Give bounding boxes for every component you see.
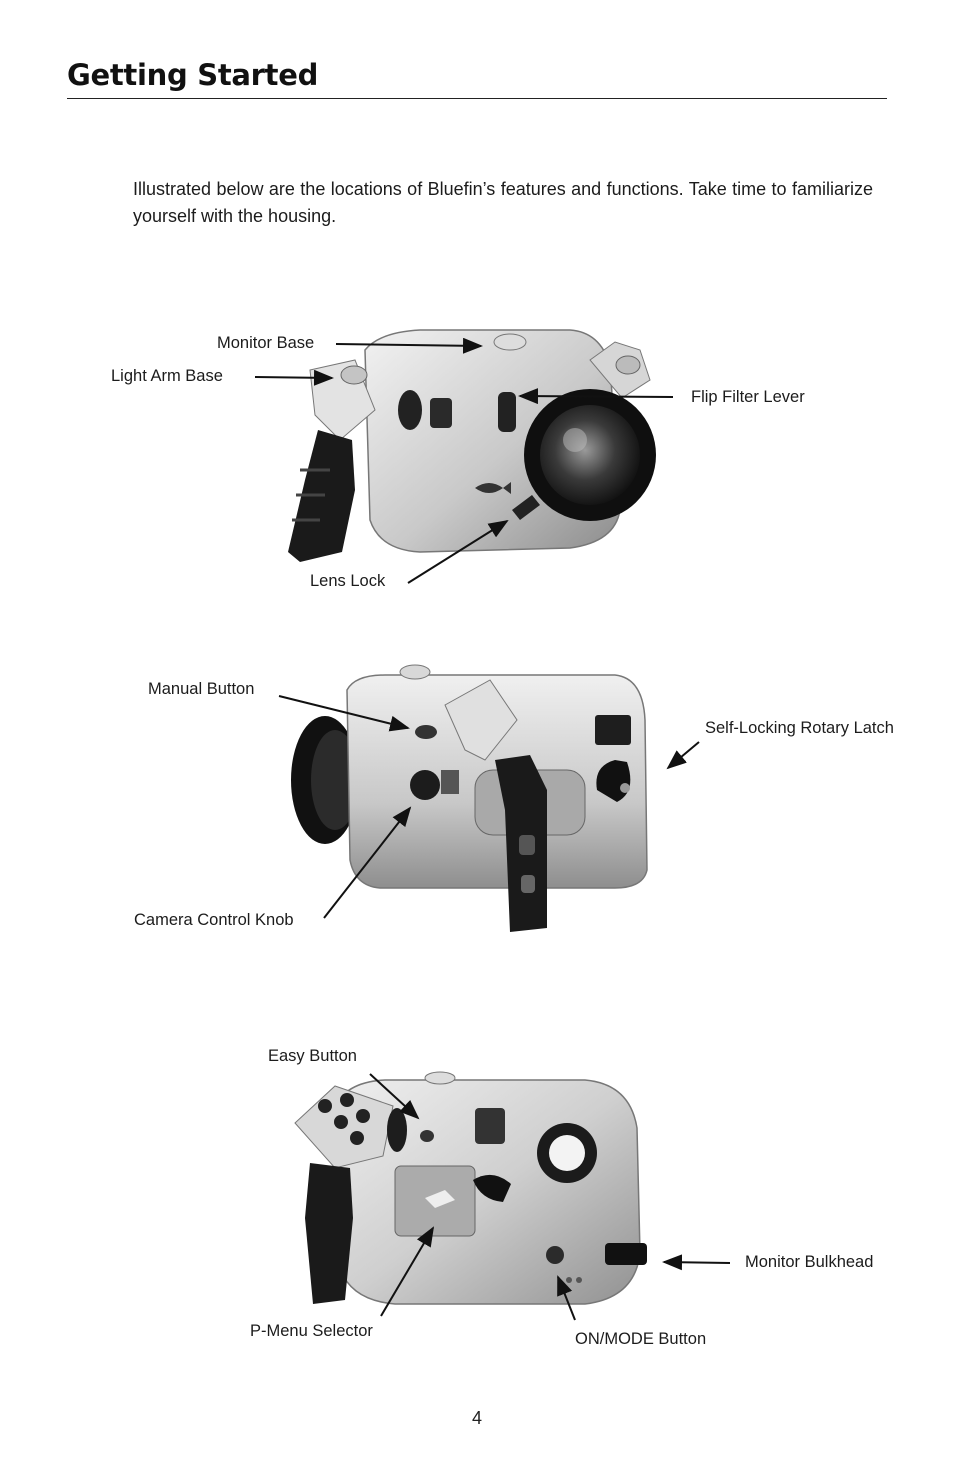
housing-side-view-image (291, 664, 648, 932)
label-light-arm-base: Light Arm Base (111, 367, 223, 385)
label-manual-button: Manual Button (148, 680, 255, 698)
arrow-monitor-bulkhead (662, 1254, 731, 1271)
arrow-on-mode-button (557, 1275, 576, 1321)
arrow-flip-filter-lever (518, 388, 674, 405)
arrow-lens-lock (407, 519, 509, 584)
arrow-monitor-base (335, 337, 483, 354)
label-self-locking-rotary-latch: Self-Locking Rotary Latch (705, 719, 894, 737)
arrow-manual-button (278, 695, 410, 732)
label-monitor-bulkhead: Monitor Bulkhead (745, 1253, 874, 1271)
label-monitor-base: Monitor Base (217, 334, 315, 352)
label-flip-filter-lever: Flip Filter Lever (691, 388, 805, 406)
label-on-mode-button: ON/MODE Button (575, 1330, 707, 1348)
arrow-self-locking-rotary-latch (666, 741, 700, 770)
title-rule (67, 98, 887, 99)
label-lens-lock: Lens Lock (310, 572, 386, 590)
page-number: 4 (471, 1408, 482, 1428)
label-easy-button: Easy Button (268, 1047, 357, 1065)
arrow-camera-control-knob (323, 806, 412, 919)
housing-rear-view-image (294, 1071, 647, 1305)
label-p-menu-selector: P-Menu Selector (250, 1322, 373, 1340)
arrow-p-menu-selector (380, 1226, 435, 1317)
intro-paragraph: Illustrated below are the locations of B… (133, 179, 873, 226)
arrow-easy-button (369, 1073, 420, 1120)
label-camera-control-knob: Camera Control Knob (134, 911, 294, 929)
page-title: Getting Started (67, 58, 319, 92)
arrow-light-arm-base (254, 369, 334, 386)
